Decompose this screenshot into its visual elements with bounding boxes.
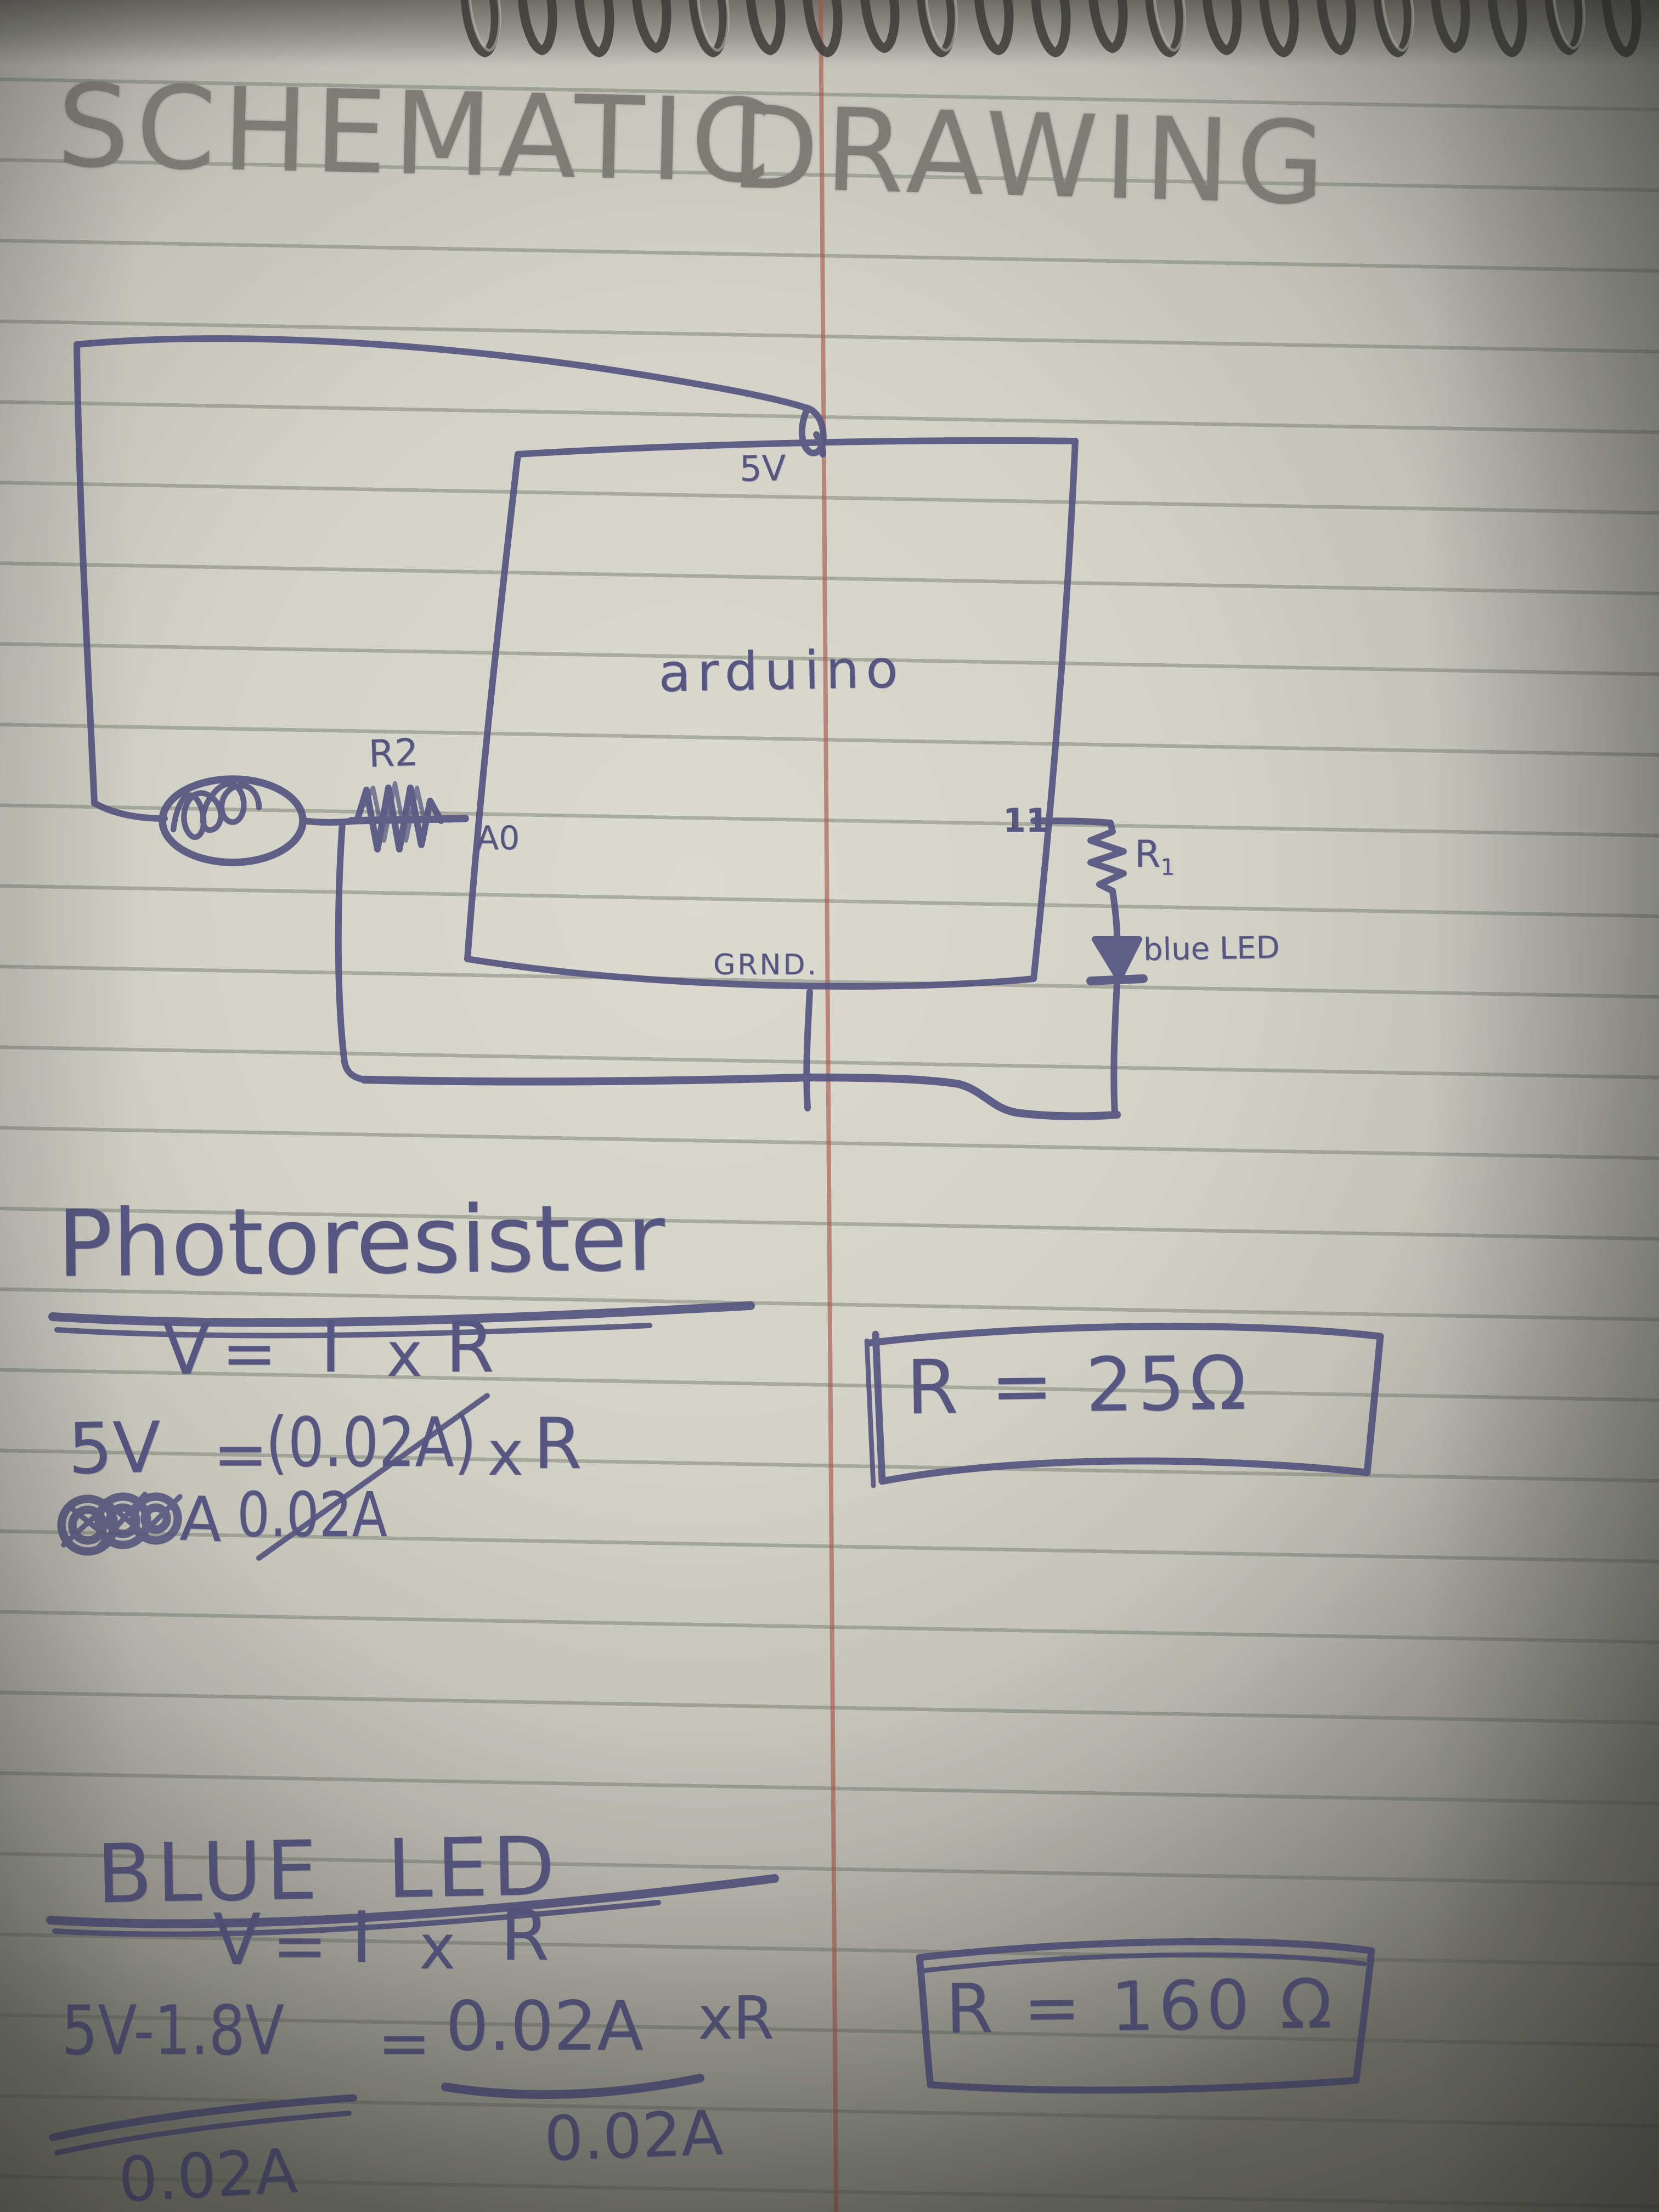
fraction-bar xyxy=(49,2094,357,2155)
pin-grnd-label: GRND. xyxy=(713,950,819,983)
arduino-label: arduino xyxy=(658,639,905,704)
pin11-led-branch-wire xyxy=(1030,817,1148,1116)
divider-tap-wire xyxy=(300,817,368,1083)
pin-5v-label: 5V xyxy=(739,447,787,490)
subst-current-value: (0.02A) xyxy=(266,1404,477,1483)
blue-led-heading: BLUE LED xyxy=(95,1819,560,1922)
ohms-law-eq: = xyxy=(222,1317,277,1393)
ohms-law-i: I xyxy=(320,1306,341,1389)
page-title-word2: DRAWING xyxy=(729,83,1334,233)
page-title-word1: SCHEMATIC xyxy=(55,62,778,210)
subst-times: x xyxy=(487,1418,524,1490)
photoresister-heading-underline xyxy=(48,1301,755,1339)
result-box-blue-led xyxy=(916,1938,1375,2094)
subst-lhs: 5V xyxy=(67,1406,162,1491)
subst-r: R xyxy=(533,1402,582,1486)
resistor-r2-symbol xyxy=(347,781,469,853)
r1-letter: R xyxy=(1135,834,1161,878)
photoresistor-symbol xyxy=(159,775,307,866)
subst-current: (0.02A) xyxy=(266,1404,517,1483)
led-ohms-law-times: x xyxy=(419,1911,456,1984)
resistor-r1-symbol xyxy=(1087,820,1127,894)
led-ohms-law-r: R xyxy=(500,1894,549,1977)
outer-5v-loop-wire xyxy=(74,335,827,822)
led-ohms-law-eq: = xyxy=(272,1909,328,1986)
subst-eq: = xyxy=(213,1418,268,1494)
r1-subscript: 1 xyxy=(1160,857,1175,882)
arduino-box xyxy=(464,437,1079,990)
divisor-underline xyxy=(441,2074,704,2099)
result-photoresistor: R = 25Ω xyxy=(905,1340,1252,1434)
resistor-r1-label: R1 xyxy=(1135,837,1175,882)
photoresister-heading: Photoresister xyxy=(56,1184,665,1298)
led-subst-lhs-value: 5V-1.8V xyxy=(61,1993,284,2072)
led-ohms-law-i: I xyxy=(351,1896,372,1979)
resistor-r2-label: R2 xyxy=(368,732,419,778)
led-subst-eq: = xyxy=(377,2006,431,2080)
scribbled-out-value xyxy=(57,1492,183,1556)
pin-11-label: 11 xyxy=(1003,801,1049,840)
divisor-rewritten: 0.02A xyxy=(237,1479,416,1551)
grnd-stub-wire xyxy=(803,989,813,1111)
led-subst-lhs: 5V-1.8V xyxy=(61,1993,326,2072)
result-blue-led: R = 160 Ω xyxy=(945,1966,1337,2050)
blue-led-heading-underline xyxy=(46,1874,779,1937)
led-ohms-law-v: V xyxy=(213,1898,261,1982)
ohms-law-v: V xyxy=(162,1308,211,1391)
cancel-slash xyxy=(256,1393,490,1561)
ohms-law-times: x xyxy=(386,1319,423,1391)
led-subst-times-r: xR xyxy=(698,1986,774,2054)
led-divisor-left: 0.02A xyxy=(116,2135,300,2212)
result-box-photoresistor xyxy=(864,1323,1384,1488)
led-divisor-right: 0.02A xyxy=(543,2097,725,2176)
led-symbol xyxy=(1092,936,1142,982)
scribble-remnant: A xyxy=(178,1482,223,1557)
divisor-value: 0.02A xyxy=(237,1479,387,1551)
led-label: blue LED xyxy=(1143,931,1280,969)
led-subst-current: 0.02A xyxy=(445,1988,644,2067)
ohms-law-r: R xyxy=(445,1306,494,1389)
ground-rail-wire xyxy=(360,1073,1121,1120)
pin-a0-label: A0 xyxy=(476,819,520,858)
